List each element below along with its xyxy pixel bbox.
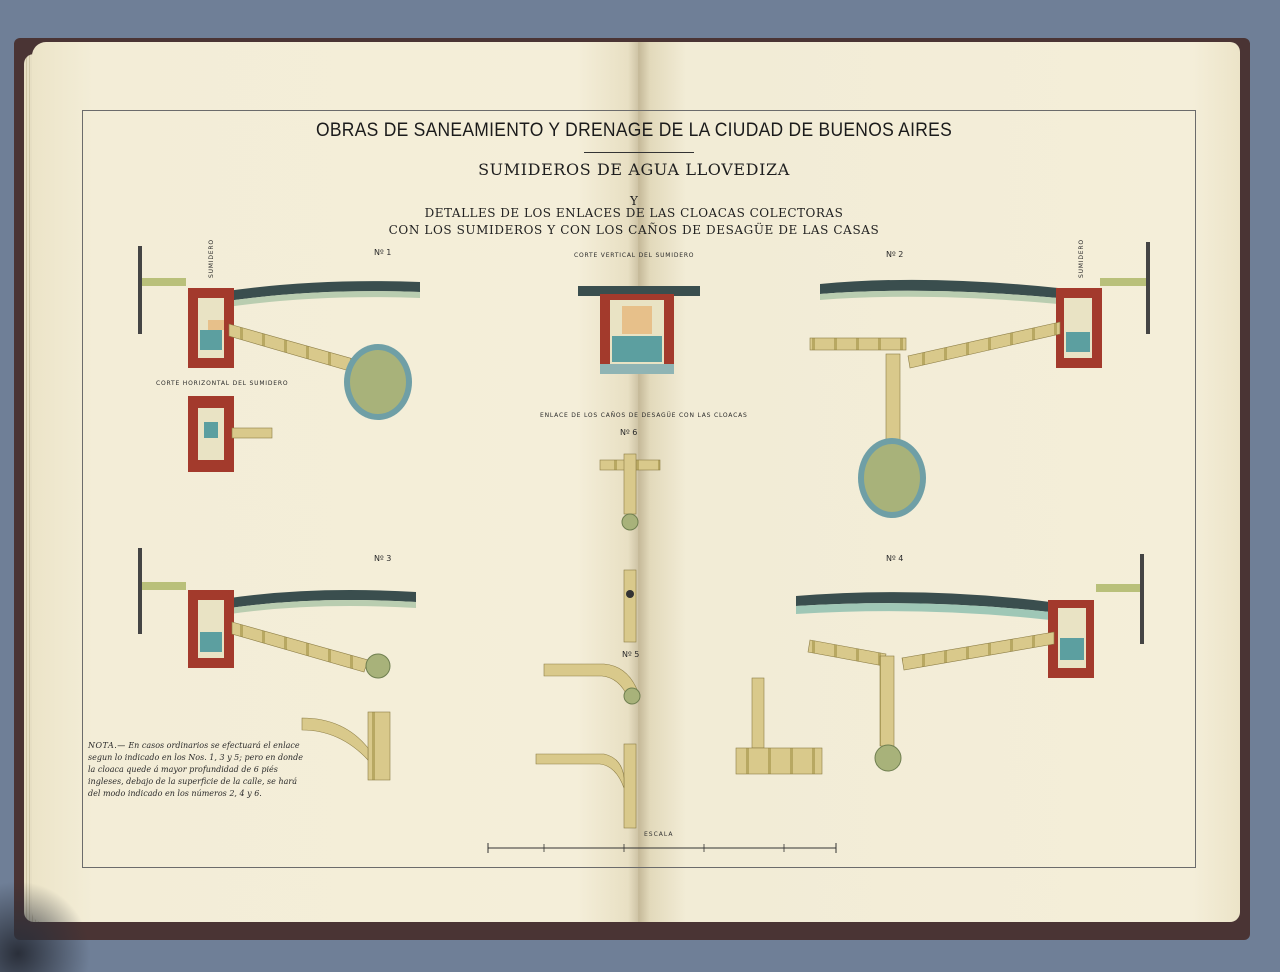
plate-line-4: CON LOS SUMIDEROS Y CON LOS CAÑOS DE DES… xyxy=(388,223,880,237)
scale-label: ESCALA xyxy=(644,831,674,838)
left-page xyxy=(32,42,638,922)
plate-drawings xyxy=(138,242,1150,853)
hand-shadow xyxy=(0,880,90,972)
note-text: En casos ordinarios se efectuará el enla… xyxy=(88,741,303,798)
figure-3-drawing xyxy=(138,548,416,781)
title-underline xyxy=(584,152,694,153)
figure-4-number: Nº 4 xyxy=(886,554,904,563)
figure-6-drawing xyxy=(599,453,661,643)
horizontal-section-label: CORTE HORIZONTAL DEL SUMIDERO xyxy=(156,380,289,387)
scale-bar xyxy=(487,843,837,853)
figure-1-drawing xyxy=(138,246,420,420)
plate-subtitle: SUMIDEROS DE AGUA LLOVEDIZA xyxy=(478,160,790,179)
plate-conjunction: Y xyxy=(630,194,638,208)
horizontal-section-drawing xyxy=(188,396,273,472)
plate-frame xyxy=(82,110,1196,868)
figure-2-number: Nº 2 xyxy=(886,250,904,259)
plate-title: OBRAS DE SANEAMIENTO Y DRENAGE DE LA CIU… xyxy=(315,120,953,141)
right-page xyxy=(638,42,1240,922)
figure-1-number: Nº 1 xyxy=(374,248,392,257)
note-heading: NOTA.— xyxy=(88,741,126,750)
figure-5-drawing xyxy=(535,663,641,829)
vertical-section-drawing xyxy=(578,286,700,374)
figure-4-drawing xyxy=(735,554,1144,775)
connection-label: ENLACE DE LOS CAÑOS DE DESAGÜE CON LAS C… xyxy=(540,412,748,419)
plate-note: NOTA.— En casos ordinarios se efectuará … xyxy=(88,740,308,800)
figure-5-number: Nº 5 xyxy=(622,650,640,659)
figure-2-drawing xyxy=(809,242,1150,518)
figure-3-number: Nº 3 xyxy=(374,554,392,563)
figure-6-number: Nº 6 xyxy=(620,428,638,437)
vertical-section-label: CORTE VERTICAL DEL SUMIDERO xyxy=(574,252,695,259)
sumidero-label-left: SUMIDERO xyxy=(208,239,215,278)
open-book: OBRAS DE SANEAMIENTO Y DRENAGE DE LA CIU… xyxy=(24,42,1244,930)
sumidero-label-right: SUMIDERO xyxy=(1078,239,1085,278)
plate-line-3: DETALLES DE LOS ENLACES DE LAS CLOACAS C… xyxy=(424,206,844,220)
